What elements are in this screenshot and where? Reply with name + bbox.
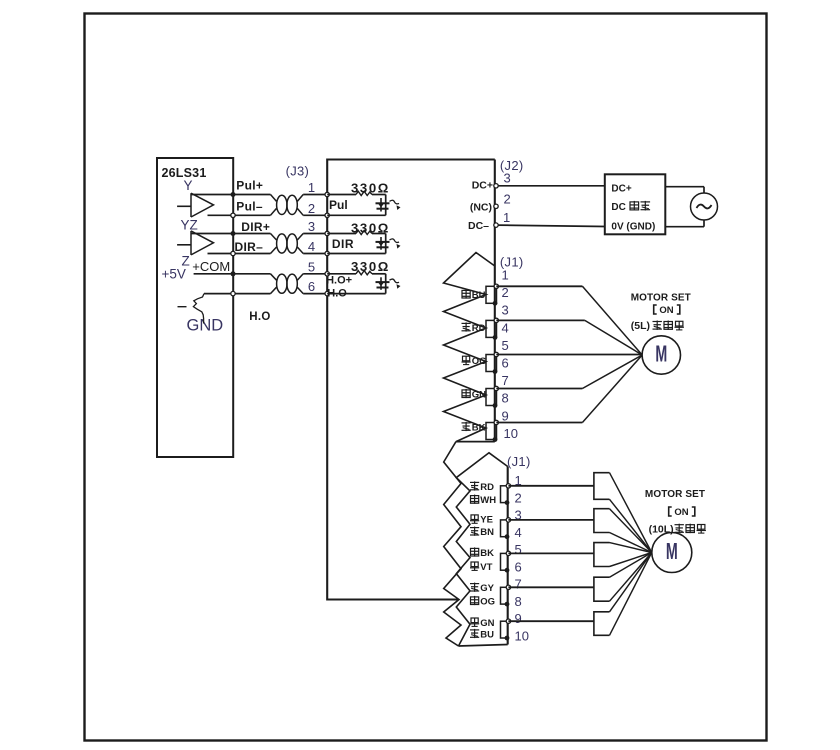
svg-text:BK: BK: [472, 423, 486, 434]
svg-text:GN: GN: [480, 618, 494, 629]
svg-text:DC+: DC+: [472, 179, 493, 191]
svg-text:WH: WH: [480, 495, 496, 506]
svg-text:MOTOR SET: MOTOR SET: [631, 293, 691, 304]
svg-text:7: 7: [502, 373, 509, 388]
svg-text:(NC): (NC): [470, 201, 492, 213]
svg-text:26LS31: 26LS31: [162, 166, 207, 180]
svg-text:8: 8: [502, 391, 509, 406]
svg-text:4: 4: [515, 525, 522, 540]
svg-text:DC–: DC–: [468, 220, 489, 232]
svg-text:2: 2: [308, 201, 315, 216]
svg-text:M: M: [666, 540, 678, 565]
svg-text:VT: VT: [480, 562, 492, 573]
svg-text:1: 1: [515, 473, 522, 488]
svg-text:H.O: H.O: [327, 288, 347, 300]
svg-text:0V (GND): 0V (GND): [611, 221, 655, 232]
svg-text:DIR+: DIR+: [241, 220, 270, 234]
svg-text:6: 6: [515, 559, 522, 574]
svg-text:(10L): (10L): [649, 523, 674, 535]
svg-text:RD: RD: [472, 323, 486, 334]
svg-text:(J3): (J3): [286, 164, 310, 179]
svg-text:(J1): (J1): [507, 454, 531, 469]
svg-text:2: 2: [502, 285, 509, 300]
svg-text:Y: Y: [184, 178, 193, 193]
svg-text:330Ω: 330Ω: [351, 220, 390, 235]
svg-text:GY: GY: [480, 583, 494, 594]
svg-text:OG: OG: [480, 597, 495, 608]
svg-text:9: 9: [502, 408, 509, 423]
svg-text:RD: RD: [480, 482, 494, 493]
svg-text:10: 10: [504, 426, 518, 441]
svg-text:10: 10: [515, 628, 529, 643]
svg-text:BU: BU: [480, 630, 494, 641]
svg-text:DIR–: DIR–: [235, 240, 264, 254]
svg-text:1: 1: [308, 180, 315, 195]
svg-text:BK: BK: [480, 548, 494, 559]
svg-text:6: 6: [502, 356, 509, 371]
svg-text:ON: ON: [659, 305, 673, 316]
svg-text:5: 5: [308, 259, 315, 274]
svg-text:330Ω: 330Ω: [351, 180, 390, 195]
svg-text:9: 9: [515, 611, 522, 626]
svg-text:+5V: +5V: [162, 267, 186, 282]
svg-text:BU: BU: [472, 290, 486, 301]
svg-text:1: 1: [502, 268, 509, 283]
svg-text:Pul–: Pul–: [236, 200, 263, 214]
svg-text:4: 4: [308, 239, 315, 254]
svg-text:M: M: [655, 342, 667, 367]
svg-text:DIR: DIR: [332, 237, 354, 251]
svg-text:BN: BN: [480, 527, 494, 538]
svg-text:H.O: H.O: [249, 311, 270, 323]
svg-text:GN: GN: [472, 390, 486, 401]
svg-text:(J1): (J1): [500, 255, 524, 270]
svg-text:7: 7: [515, 577, 522, 592]
svg-text:DC: DC: [611, 202, 625, 213]
svg-text:(J2): (J2): [500, 158, 524, 173]
svg-text:MOTOR SET: MOTOR SET: [645, 489, 705, 500]
svg-text:+COM: +COM: [192, 259, 230, 274]
svg-text:Z: Z: [182, 254, 190, 269]
svg-text:OG: OG: [472, 356, 487, 367]
svg-text:YE: YE: [480, 515, 493, 526]
svg-text:3: 3: [308, 219, 315, 234]
svg-text:H.O+: H.O+: [326, 274, 352, 286]
svg-text:330Ω: 330Ω: [351, 259, 390, 274]
svg-text:2: 2: [515, 490, 522, 505]
svg-text:3: 3: [502, 303, 509, 318]
svg-text:Pul: Pul: [329, 198, 348, 212]
svg-text:5: 5: [502, 338, 509, 353]
svg-text:GND: GND: [187, 317, 224, 335]
svg-text:1: 1: [503, 210, 510, 225]
svg-text:6: 6: [308, 279, 315, 294]
svg-text:4: 4: [502, 320, 509, 335]
svg-text:ON: ON: [674, 507, 688, 518]
svg-text:(5L): (5L): [631, 320, 650, 332]
svg-text:2: 2: [504, 191, 511, 206]
svg-text:Pul+: Pul+: [236, 179, 263, 193]
svg-text:DC+: DC+: [611, 183, 631, 194]
svg-text:8: 8: [515, 594, 522, 609]
svg-text:3: 3: [515, 508, 522, 523]
svg-text:5: 5: [515, 542, 522, 557]
svg-text:YZ: YZ: [181, 218, 198, 233]
svg-text:3: 3: [504, 170, 511, 185]
